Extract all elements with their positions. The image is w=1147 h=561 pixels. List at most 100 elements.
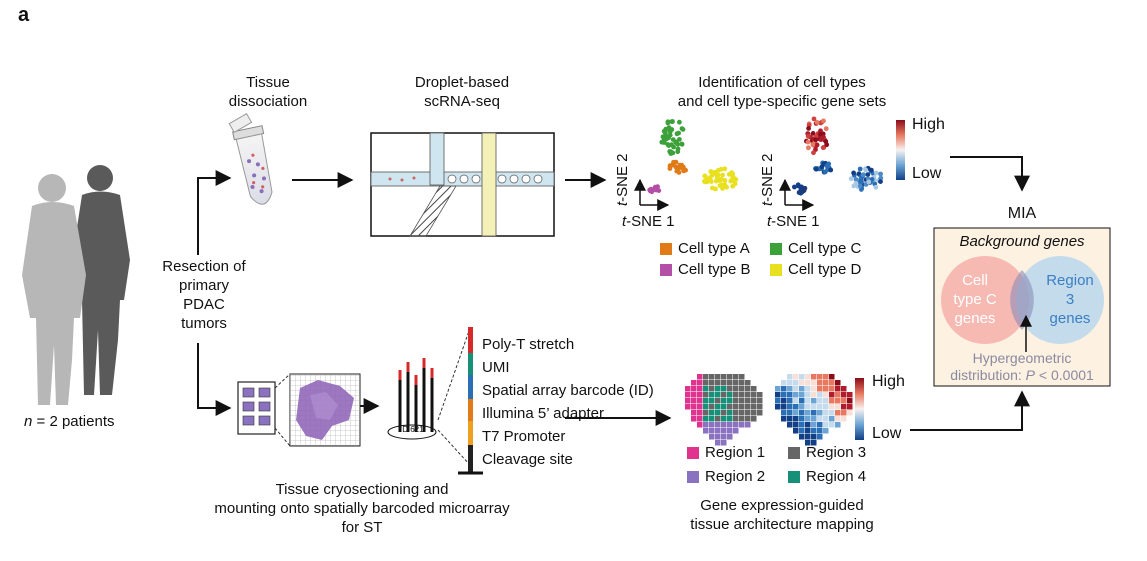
- cluster-yellow-point: [724, 184, 729, 190]
- legend-c-label: Cell type C: [788, 240, 862, 257]
- st-expression-map-spot: [817, 404, 823, 410]
- st-expression-map-spot: [799, 404, 805, 410]
- legend-region-1: Region 1: [687, 444, 765, 461]
- st-expression-map-spot: [835, 416, 841, 422]
- st-region-map-spot: [715, 422, 721, 428]
- cluster2-red-point: [811, 150, 816, 156]
- st-region-map-spot: [727, 392, 733, 398]
- legend-region-4-label: Region 4: [806, 468, 867, 485]
- bottom-scale-low: Low: [872, 425, 902, 442]
- st-region-map-spot: [697, 374, 703, 380]
- tsne2-y-text: -SNE 2: [759, 153, 776, 202]
- legend-cell-type-a: Cell type A: [660, 240, 750, 257]
- legend-region-4: Region 4: [788, 468, 866, 485]
- st-expression-map-spot: [823, 422, 829, 428]
- tsne-cell-types: [634, 119, 739, 211]
- stat-prefix: distribution:: [950, 367, 1026, 383]
- cluster2-blue1-point: [828, 167, 834, 173]
- st-region-map-spot: [721, 410, 727, 416]
- st-region-map-spot: [745, 422, 751, 428]
- st-region-map-spot: [715, 440, 721, 446]
- probe-part-4: Illumina 5’ adapter: [482, 405, 605, 422]
- tsne1-x-label: t-SNE 1: [622, 213, 675, 230]
- st-region-map-spot: [709, 416, 715, 422]
- st-region-map-spot: [709, 428, 715, 434]
- st-expression-map-spot: [811, 404, 817, 410]
- legend-cell-type-c: Cell type C: [770, 240, 861, 257]
- st-expression-map-spot: [781, 386, 787, 392]
- cluster-green-point: [677, 137, 682, 142]
- st-region-map-spot: [739, 392, 745, 398]
- patients-label: n = 2 patients: [24, 412, 115, 431]
- st-expression-map-spot: [835, 386, 841, 392]
- probe-part-1: Poly-T stretch: [482, 336, 575, 353]
- cluster2-blue2-point: [873, 184, 879, 190]
- st-region-map-spot: [751, 416, 757, 422]
- cluster-green-point: [671, 144, 676, 150]
- tsne2-x-text: -SNE 1: [771, 213, 820, 230]
- st-region-map-spot: [715, 428, 721, 434]
- cluster2-red-point: [806, 145, 811, 151]
- st-region-map-spot: [709, 398, 715, 404]
- st-region-map-spot: [721, 386, 727, 392]
- st-region-map-spot: [715, 404, 721, 410]
- scrna-line-1: Droplet-based: [414, 74, 510, 91]
- st-region-map-spot: [727, 398, 733, 404]
- cluster2-navy-point: [795, 182, 801, 188]
- probe-part-6: Cleavage site: [482, 451, 573, 468]
- cluster2-blue2-point: [853, 181, 859, 186]
- stat-value: < 0.0001: [1035, 367, 1094, 383]
- mia-title: MIA: [1007, 205, 1037, 222]
- cluster-green-point: [669, 127, 675, 132]
- st-region-map-spot: [739, 416, 745, 422]
- st-region-map-spot: [715, 380, 721, 386]
- cluster-yellow-point: [713, 186, 718, 192]
- st-region-map-spot: [721, 428, 727, 434]
- st-expression-map-spot: [787, 416, 793, 422]
- st-region-map-spot: [757, 392, 763, 398]
- st-expression-map-spot: [793, 386, 799, 392]
- left-circle-line-3: genes: [954, 310, 996, 327]
- st-expression-map-spot: [811, 422, 817, 428]
- section-line-1: Tissue cryosectioning and: [275, 481, 449, 498]
- tsne1-y-label: t-SNE 2: [614, 153, 631, 206]
- panel-label: a: [18, 4, 30, 26]
- cluster-green-point: [667, 132, 673, 138]
- swatch-b: [660, 263, 672, 276]
- st-region-map-spot: [727, 386, 733, 392]
- cluster-yellow-point: [707, 176, 713, 182]
- st-region-map-spot: [685, 404, 691, 410]
- swatch-region-4: [788, 470, 800, 483]
- st-expression-map-spot: [787, 392, 793, 398]
- cluster2-navy-point: [792, 184, 797, 190]
- st-expression-map: [775, 374, 853, 446]
- st-expression-map-spot: [829, 422, 835, 428]
- st-expression-map-spot: [805, 422, 811, 428]
- cluster-green-point: [675, 146, 681, 152]
- st-expression-map-spot: [805, 410, 811, 416]
- st-expression-map-spot: [835, 398, 841, 404]
- st-expression-map-spot: [817, 386, 823, 392]
- st-expression-map-spot: [847, 392, 853, 398]
- st-expression-map-spot: [799, 392, 805, 398]
- st-expression-map-spot: [841, 398, 847, 404]
- st-region-map-spot: [703, 392, 709, 398]
- cluster2-red-point: [818, 137, 824, 142]
- st-expression-map-spot: [787, 398, 793, 404]
- left-circle-line-2: type C: [953, 291, 997, 308]
- st-expression-map-spot: [823, 380, 829, 386]
- tsne2-y-label: t-SNE 2: [759, 153, 776, 206]
- st-region-map-spot: [685, 386, 691, 392]
- st-expression-map-spot: [793, 398, 799, 404]
- st-expression-map-spot: [847, 404, 853, 410]
- dissociation-line-1: Tissue: [246, 74, 290, 91]
- st-expression-map-spot: [799, 410, 805, 416]
- resection-line-3: PDAC: [183, 296, 225, 313]
- oligo-segment: [468, 353, 473, 375]
- cluster-green-point: [669, 119, 675, 124]
- st-expression-map-spot: [793, 392, 799, 398]
- st-expression-map-spot: [799, 398, 805, 404]
- st-region-map-spot: [715, 392, 721, 398]
- cluster2-blue2-point: [873, 170, 879, 176]
- st-region-map-spot: [703, 374, 709, 380]
